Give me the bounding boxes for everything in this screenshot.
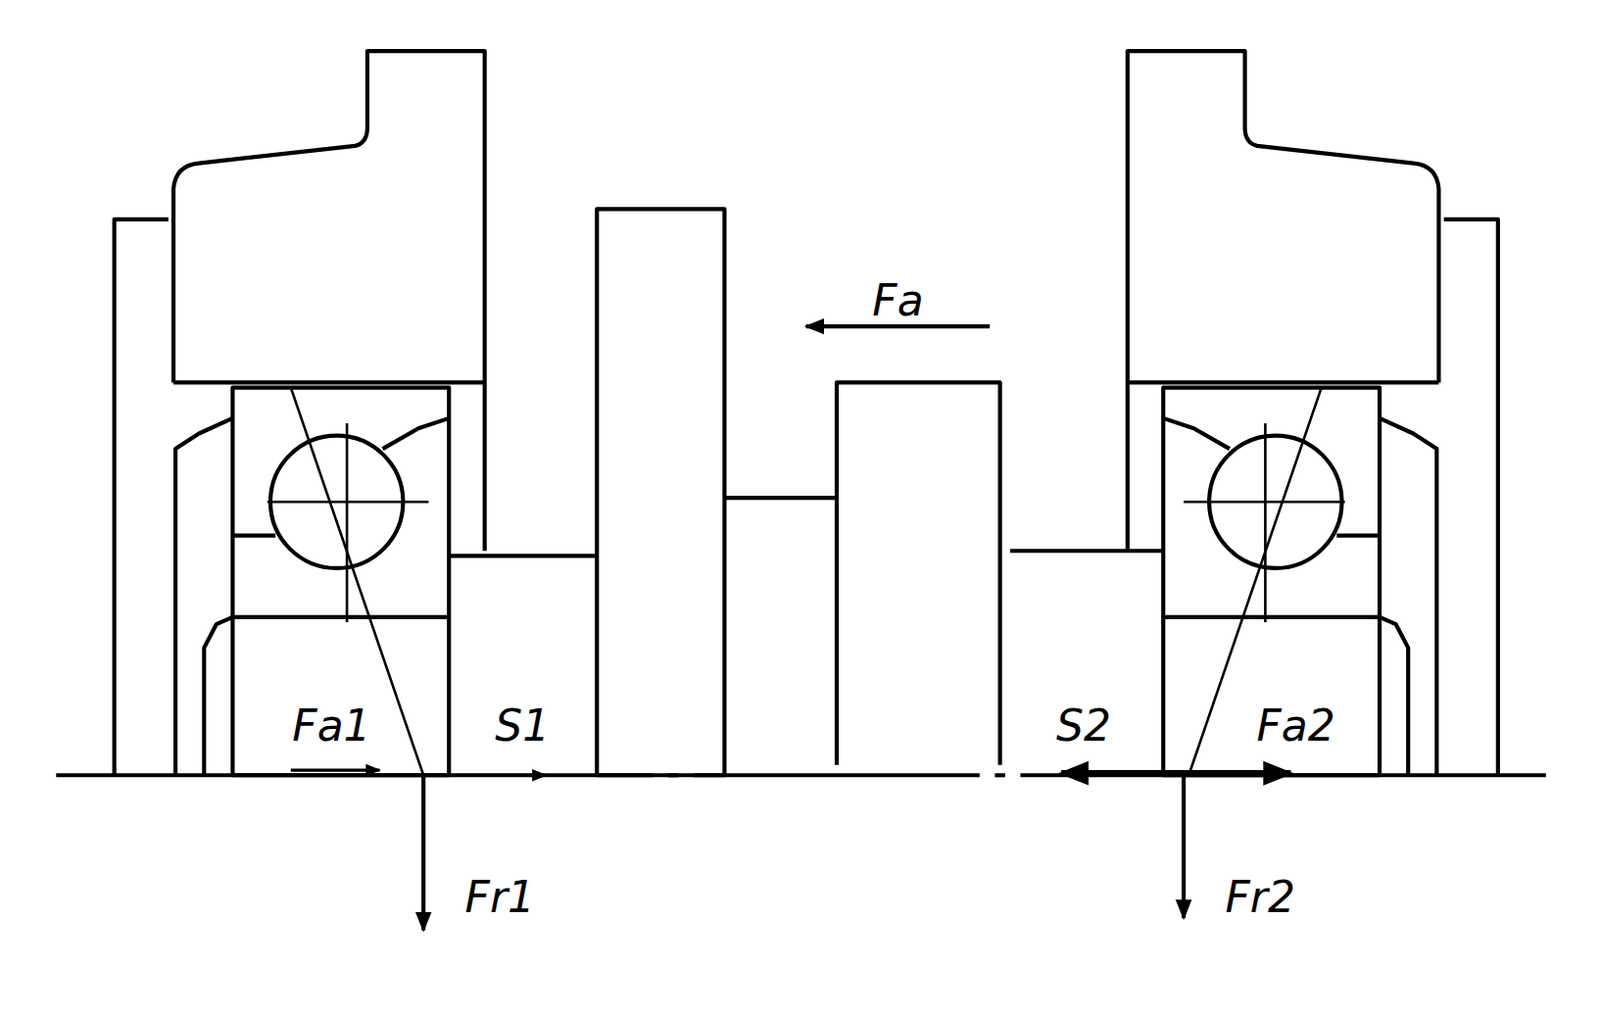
- seal: [175, 418, 233, 776]
- force-arrow: [1183, 770, 1291, 776]
- contact-line: [290, 387, 424, 776]
- force-label: Fa: [872, 279, 923, 323]
- housing: [173, 380, 485, 385]
- shaft-step: [1010, 548, 1164, 553]
- force-arrow: [448, 774, 546, 777]
- force-label: Fa2: [1257, 704, 1336, 748]
- hub: [724, 495, 837, 500]
- gear: [596, 208, 725, 776]
- axis-line: [994, 773, 1005, 777]
- force-label: Fa1: [291, 704, 371, 748]
- bearing-ring: [383, 418, 450, 449]
- force-label: S1: [494, 704, 550, 748]
- force-arrow: [1181, 775, 1186, 919]
- force-arrow: [290, 769, 381, 773]
- force-label: Fr1: [465, 875, 535, 920]
- centre-line: [345, 423, 349, 623]
- bearing-rings: [232, 387, 449, 776]
- bearing-ring: [232, 615, 449, 620]
- force-label: S2: [1056, 704, 1112, 748]
- seal: [203, 617, 233, 776]
- force-arrow: [421, 775, 426, 930]
- gear: [836, 382, 1001, 765]
- shaft-step: [448, 553, 597, 558]
- bearing-unit: [1127, 50, 1499, 776]
- force-label: Fr2: [1224, 875, 1295, 920]
- housing: [173, 50, 485, 551]
- force-arrow: [1061, 770, 1184, 776]
- force-arrow: [806, 324, 990, 329]
- bearing-ring: [232, 533, 276, 538]
- end-cap: [114, 219, 169, 776]
- axis-line: [693, 773, 980, 777]
- bearing-unit: [114, 50, 485, 776]
